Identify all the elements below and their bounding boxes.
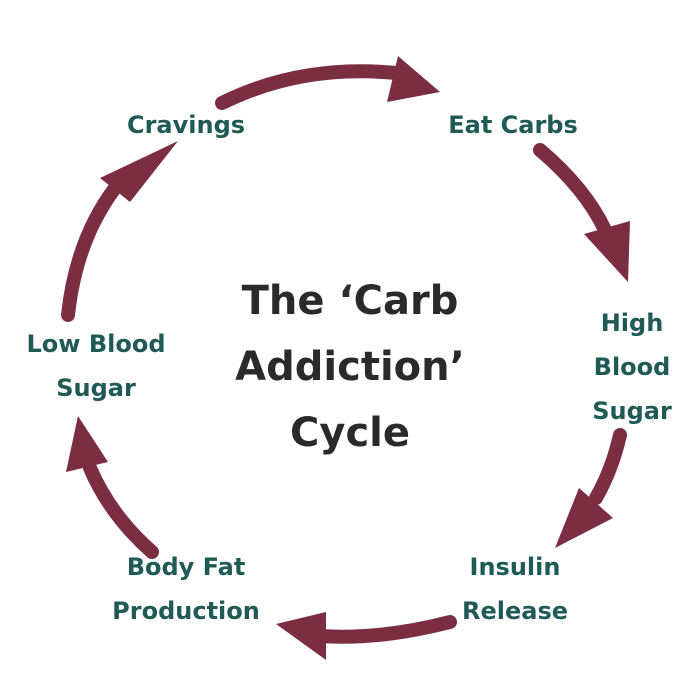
arrow-insulin-to-body-fat (276, 612, 457, 660)
arrow-low-blood-sugar-to-cravings (61, 141, 178, 322)
arrow-high-blood-sugar-to-insulin (555, 428, 627, 548)
arrow-body-fat-to-low-blood-sugar (66, 416, 159, 559)
arrow-cravings-to-eat-carbs (215, 56, 440, 110)
node-label-line: High (600, 309, 664, 337)
title-line-1: The ‘Carb (241, 278, 459, 324)
title-line-3: Cycle (290, 410, 410, 456)
node-cravings: Cravings (127, 103, 245, 147)
node-label-line: Low Blood (26, 330, 166, 358)
node-label-line: Eat Carbs (448, 111, 578, 139)
node-high-blood-sugar: High Blood Sugar (592, 301, 672, 433)
node-label-line: Body Fat (126, 553, 246, 581)
node-label-line: Sugar (592, 397, 672, 425)
node-body-fat-production: Body Fat Production (112, 545, 260, 633)
diagram-title: The ‘Carb Addiction’ Cycle (235, 268, 465, 466)
node-label-line: Blood (593, 353, 671, 381)
node-label-line: Sugar (56, 374, 136, 402)
arrow-eat-carbs-to-high-blood-sugar (533, 143, 630, 282)
node-insulin-release: Insulin Release (462, 545, 568, 633)
node-label-line: Production (112, 597, 260, 625)
node-low-blood-sugar: Low Blood Sugar (27, 322, 166, 410)
node-label-line: Insulin (469, 553, 561, 581)
title-line-2: Addiction’ (235, 344, 465, 390)
node-eat-carbs: Eat Carbs (448, 103, 578, 147)
node-label-line: Release (461, 597, 569, 625)
node-label-line: Cravings (126, 111, 246, 139)
